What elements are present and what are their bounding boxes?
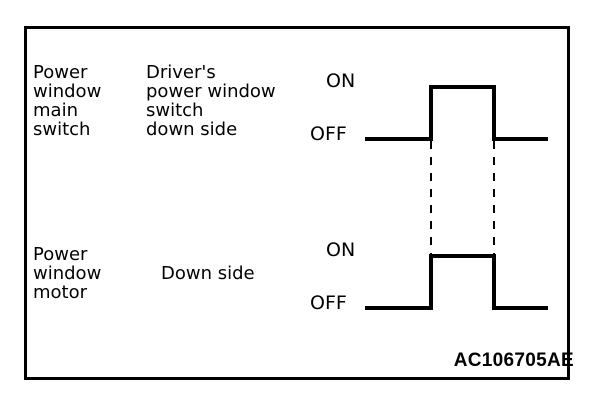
drawing-reference-code: AC106705AE [453,350,574,371]
row2-off-state-label: OFF [310,292,347,314]
row1-on-state-label: ON [326,70,356,92]
row2-signal-label: Down side [161,263,255,284]
diagram-border [24,26,570,380]
row2-component-label: Power window motor [33,244,102,303]
row1-off-state-label: OFF [310,123,347,145]
row1-signal-label: Driver's power window switch down side [146,62,276,140]
row2-on-state-label: ON [326,239,356,261]
row1-component-label: Power window main switch [33,62,102,140]
